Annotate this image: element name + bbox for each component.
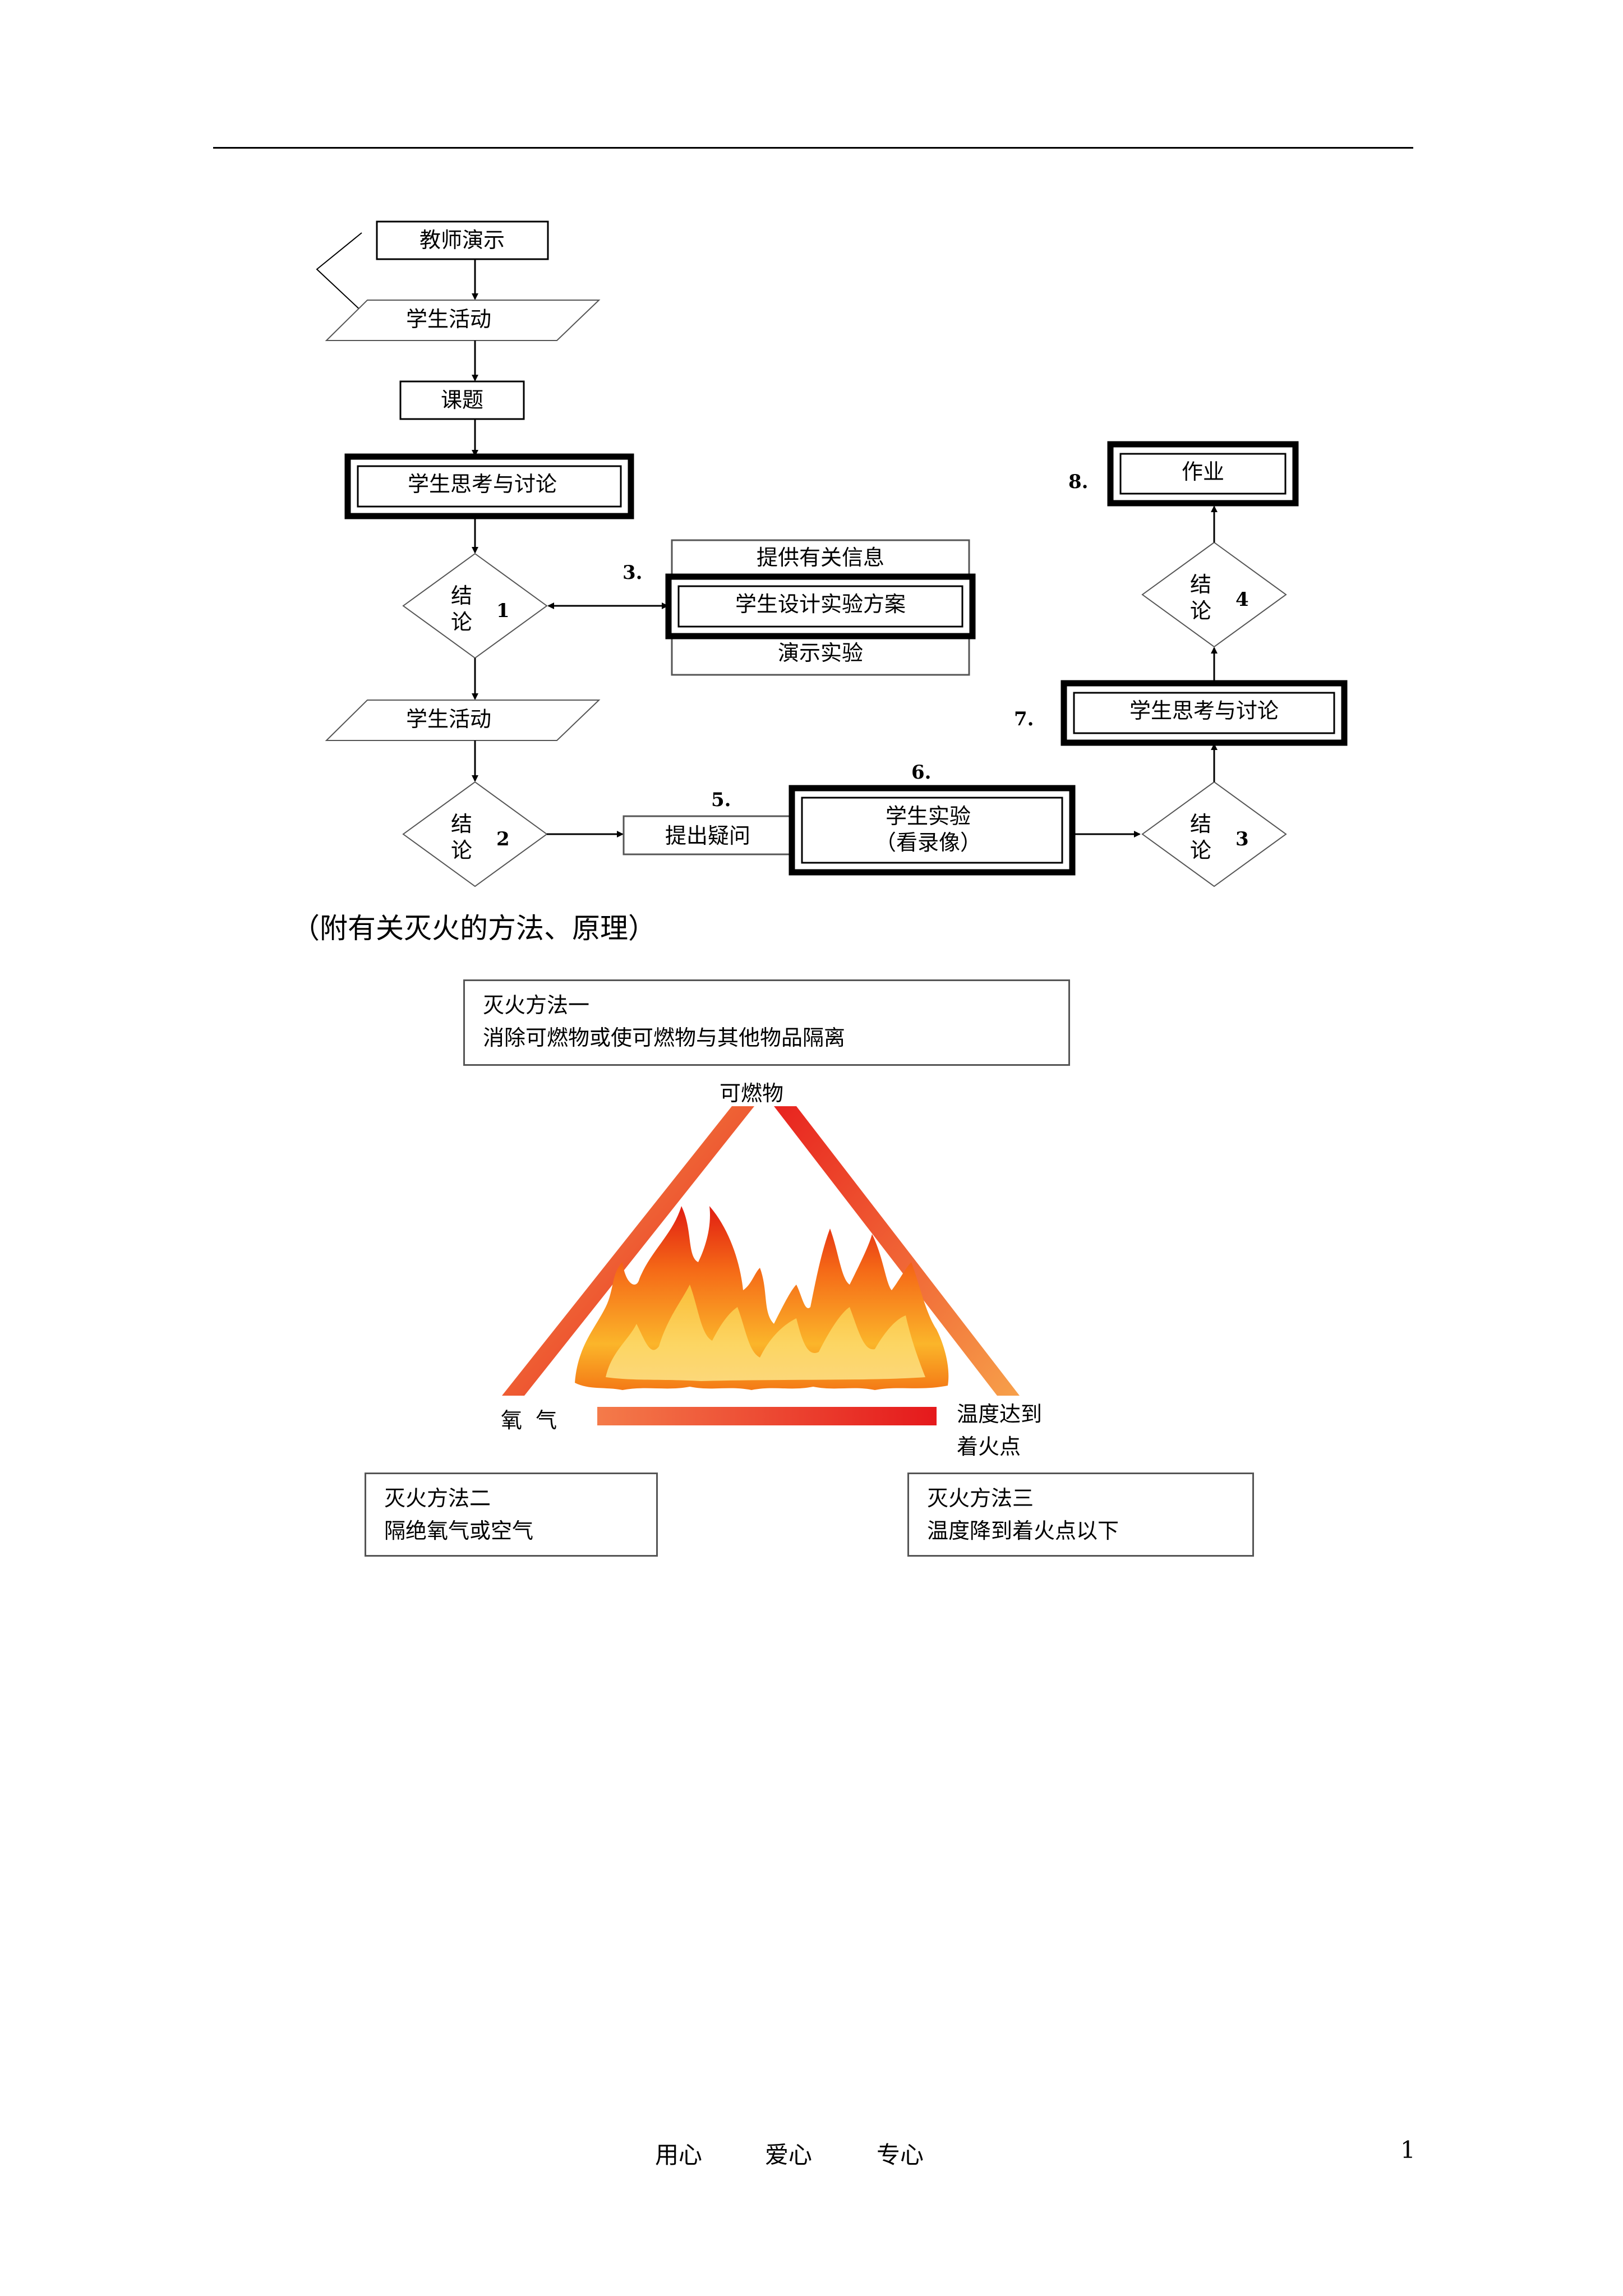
method-2-description: 隔绝氧气或空气	[384, 1519, 534, 1543]
triangle-left-edge	[502, 1106, 754, 1396]
conclusion-4-char2: 论	[1190, 599, 1211, 623]
raise-question-label: 提出疑问	[665, 823, 750, 848]
triangle-right-label-line1: 温度达到	[957, 1402, 1043, 1427]
student-activity-1-shape	[325, 300, 601, 341]
triangle-top-label: 可燃物	[720, 1081, 784, 1106]
method-1-box: 灭火方法一 消除可燃物或使可燃物与其他物品隔离	[463, 979, 1070, 1066]
conclusion-2-char1: 结	[451, 812, 472, 836]
conclusion-3-char2: 论	[1190, 838, 1211, 863]
step-6-number: 6.	[911, 761, 932, 784]
page-number: 1	[1400, 2136, 1415, 2164]
triangle-left-label: 氧 气	[501, 1408, 557, 1433]
method-2-title: 灭火方法二	[384, 1486, 491, 1511]
triangle-right-edge	[774, 1106, 1020, 1396]
method-2-box: 灭火方法二 隔绝氧气或空气	[365, 1473, 658, 1557]
fire-triangle-figure	[502, 1106, 1020, 1425]
teacher-demo-label: 教师演示	[419, 228, 505, 252]
conclusion-2-number: 2	[496, 828, 510, 850]
method-1-description: 消除可燃物或使可燃物与其他物品隔离	[483, 1025, 846, 1050]
flame-core-icon	[606, 1285, 925, 1381]
topic-label: 课题	[441, 388, 483, 412]
student-activity-2-shape	[325, 700, 601, 741]
triangle-right-label-line2: 着火点	[957, 1434, 1021, 1459]
header-rule	[213, 147, 1413, 149]
conclusion-4-char1: 结	[1190, 572, 1211, 597]
homework-inner	[1119, 453, 1287, 495]
student-experiment-line1: 学生实验	[886, 804, 971, 829]
homework-label: 作业	[1182, 459, 1224, 484]
design-experiment-inner	[677, 585, 963, 628]
step-5-number: 5.	[711, 789, 731, 811]
footer-word-1: 用心	[655, 2141, 703, 2169]
student-experiment-line2: （看录像）	[875, 830, 981, 855]
method-1-title: 灭火方法一	[483, 993, 590, 1018]
footer-word-3: 专心	[877, 2141, 924, 2169]
conclusion-3-number: 3	[1235, 828, 1249, 850]
conclusion-1-char1: 结	[451, 583, 472, 608]
student-activity-2-label: 学生活动	[406, 707, 491, 731]
method-3-description: 温度降到着火点以下	[927, 1519, 1119, 1543]
think-discuss-2-label: 学生思考与讨论	[1129, 698, 1279, 723]
student-experiment-inner	[801, 797, 1063, 864]
step-8-number: 8.	[1068, 471, 1089, 493]
side-bracket	[316, 232, 362, 312]
provide-info-label: 提供有关信息	[757, 545, 884, 570]
conclusion-3-diamond	[1141, 781, 1287, 887]
method-3-box: 灭火方法三 温度降到着火点以下	[907, 1473, 1254, 1557]
figure-caption: （附有关灭火的方法、原理）	[292, 912, 656, 945]
footer-word-2: 爱心	[765, 2141, 813, 2169]
step-7-number: 7.	[1014, 708, 1034, 730]
conclusion-4-number: 4	[1235, 588, 1249, 611]
step-3-number: 3.	[623, 562, 643, 584]
method-3-title: 灭火方法三	[927, 1486, 1034, 1511]
conclusion-4-diamond	[1141, 541, 1287, 648]
raise-question-box	[623, 815, 792, 855]
conclusion-1-number: 1	[496, 600, 510, 622]
teacher-demo-box	[376, 220, 549, 260]
conclusion-2-char2: 论	[451, 838, 472, 863]
think-discuss-2-inner	[1073, 692, 1335, 734]
conclusion-1-char2: 论	[451, 610, 472, 634]
teaching-flowchart: 教师演示 学生活动 课题 学生思考与讨论 结 论 1 3. 提供有关信息 学生设…	[316, 220, 1348, 887]
conclusion-2-diamond	[402, 781, 548, 887]
conclusion-3-char1: 结	[1190, 812, 1211, 836]
demo-experiment-label: 演示实验	[778, 641, 863, 665]
think-discuss-1-inner	[357, 465, 622, 508]
think-discuss-1-label: 学生思考与讨论	[408, 472, 557, 496]
triangle-bottom-edge	[597, 1407, 937, 1425]
student-experiment-outer	[789, 785, 1076, 876]
design-experiment-label: 学生设计实验方案	[735, 592, 906, 616]
topic-box	[399, 380, 525, 420]
student-activity-1-label: 学生活动	[406, 307, 491, 332]
